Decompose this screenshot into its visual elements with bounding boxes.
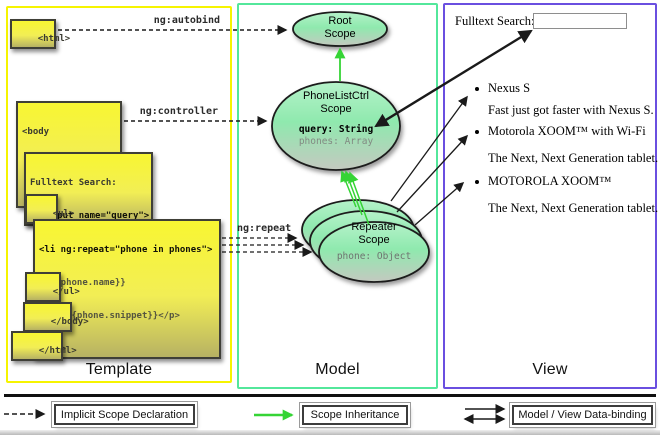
code-ul-close: </ul> [25,272,80,302]
view-search-label: Fulltext Search: [455,14,535,28]
inheritance-arrows-repeater [340,170,370,226]
model-panel-title: Model [315,361,360,378]
code-li-repeat: <li ng:repeat="phone in phones"> {{phone… [33,219,221,359]
controller-label: ng:controller [139,106,218,117]
view-panel-title: View [532,361,568,378]
autobind-label: ng:autobind [153,15,220,26]
bullet-icon [475,87,479,91]
template-panel-title: Template [85,361,153,378]
legend-databinding-arrow-icon [463,404,506,424]
bullet-icon [475,180,479,184]
bullet-icon [475,130,479,134]
legend-databinding: Model / View Data-binding [512,405,653,425]
query-binding-arrow [374,29,533,128]
phonelistctrl-scope-label: PhoneListCtrl Scope query: String phones… [298,90,374,147]
view-item-name: Nexus S [488,81,531,95]
legend-scope-inheritance: Scope Inheritance [302,405,408,425]
fulltext-search-input[interactable] [533,13,627,29]
root-scope-ellipse [292,11,388,47]
repeat-arrows [222,233,313,257]
view-item-name: Motorola XOOM™ with Wi-Fi [488,124,646,138]
root-scope-label: Root Scope [324,15,356,40]
code-html-close: </html> [11,331,77,361]
view-item-desc: The Next, Next Generation tablet. [488,201,659,215]
repeater-scope-label: Repeater Scope phone: Object [336,221,412,262]
repeat-label: ng:repeat [237,223,292,234]
code-body-close: </body> [23,302,89,332]
view-item-name: MOTOROLA XOOM™ [488,174,612,188]
view-item-desc: Fast just got faster with Nexus S. [488,103,654,117]
window-bottom-edge [0,430,660,435]
legend-implicit-scope: Implicit Scope Declaration [54,404,195,425]
repeater-scope-ellipse-stack [301,199,430,283]
legend-separator [4,394,656,397]
repeater-binding-arrows [390,95,469,226]
view-item-desc: The Next, Next Generation tablet. [488,151,659,165]
code-html-open: <html> [10,19,70,49]
